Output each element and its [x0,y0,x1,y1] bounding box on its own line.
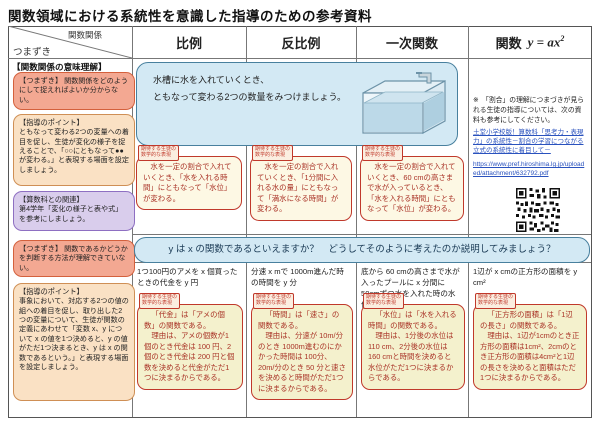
answer-claim: 「水位」は「水を入れる時間」の関数である。 [368,310,457,330]
qr-code [516,188,560,232]
scenario-box: 水槽に水を入れていくとき、 ともなって変わる2つの数量をみつけましょう。 [136,62,458,146]
box-body: 関数関係をどのようにして捉えればよいか分からない。 [19,77,128,104]
scenario-line2: ともなって変わる2つの数量をみつけましょう。 [153,92,347,103]
problem-statement: 分速 x mで 1000m進んだ時の時間を y 分 [251,267,344,287]
tag-line: 数学的な表現 [365,151,396,158]
tag-line: 数学的な表現 [478,299,509,306]
table-row-divider [132,234,591,235]
sidebar-guidance-box-2: 【指導のポイント】 事象において、対応する2つの値の組への着目を促し、取り出した… [13,283,135,401]
answer-reason: 理由は、分速が 10m/分のとき 1000m進むのにかかった時間は 100分、2… [258,331,346,393]
answer-claim: 「代金」は「アメの個数」の関数である。 [144,310,225,330]
column-header-linear-function: 一次関数 [385,35,438,51]
tag-line: 数学的な表現 [142,299,173,306]
reference-link-url[interactable]: https://www.pref.hiroshima.lg.jp/uploade… [473,161,585,178]
reference-note: ※ 「割合」の理解につまづきが見られる生徒の指導については、次の資料も参考にして… [473,97,585,124]
scenario-text: 水槽に水を入れていくとき、 ともなって変わる2つの数量をみつけましょう。 [153,72,346,106]
problem-statement: 1つ100円のアメを x 個買ったときの代金を y 円 [137,267,238,287]
answer-reason: 理由は、アメの個数が1個のとき代金は 100 円、2個のとき代金は 200 円と… [144,331,235,383]
box-title: 【つまずき】 [19,244,63,253]
expected-expression-tag: 期待する生徒の 数学的な表現 [475,293,517,309]
sidebar-arithmetic-link-box: 【算数科との関連】 第4学年「変化の様子と表や式」を参考にしましょう。 [13,191,135,231]
answer-box-linear: 「水位」は「水を入れる時間」の関数である。 理由は、1分後の水位は 110 cm… [361,304,465,390]
box-body: 第4学年「変化の様子と表や式」を参考にしましょう。 [19,205,123,223]
expression-text: 水を一定の割合で入れていくとき、「水を入れる時間」にともなって「水位」が変わる。 [143,162,232,203]
header-corner-tsumazuki: つまずき [13,47,52,58]
tag-line: 数学的な表現 [256,299,287,306]
problem-statement: 1辺が x cmの正方形の面積を y cm² [473,267,578,287]
quadratic-header-formula: y = ax2 [528,34,565,50]
table-outline [8,26,592,418]
column-header-quadratic-function: 関数 y = ax2 [468,26,592,58]
formula-exponent: 2 [560,33,565,43]
box-title: 【つまずき】 [19,76,63,85]
question-box: y は x の関数であるといえますか？ どうしてそのように考えたのか説明してみま… [134,237,590,263]
expected-expression-tag: 期待する生徒の 数学的な表現 [139,293,181,309]
expression-box-linear: 水を一定の割合で入れていくとき、60 cmの高さまで水が入っているとき、「水を入… [360,156,464,221]
table-row-divider [8,58,591,59]
header-diagonal-line [8,26,132,58]
tag-line: 数学的な表現 [366,299,397,306]
tag-line: 期待する生徒の [142,294,178,300]
expression-box-inverse: 水を一定の割合で入れていくとき、「1分間に入れる水の量」にともなって「満水になる… [250,156,352,221]
answer-reason: 理由は、1辺が1cmのとき正方形の面積は1cm²、2cmのとき正方形の面積は4c… [480,331,580,383]
scenario-line1: 水槽に水を入れていくとき、 [153,75,270,85]
tag-line: 期待する生徒の [256,294,292,300]
answer-reason: 理由は、1分後の水位は 110 cm、2分後の水位は 160 cmと時間を決める… [368,331,454,383]
column-header-proportion: 比例 [175,35,202,51]
answer-claim: 「時間」は「速さ」の関数である。 [258,310,340,330]
answer-claim: 「正方形の面積」は「1辺の長さ」の関数である。 [480,310,573,330]
reference-link-title[interactable]: 土堂小学校版！算数科「思考力・表現力」の系統性－割合の学習につながる立式の系統性… [473,129,584,155]
table-column-divider [356,26,357,417]
answer-box-quadratic: 「正方形の面積」は「1辺の長さ」の関数である。 理由は、1辺が1cmのとき正方形… [473,304,587,390]
sidebar-tsumazuki-box-2: 【つまずき】 関数であるかどうかを判断する方法が理解できていない。 [13,240,135,278]
water-tank-illustration [362,72,446,135]
tag-line: 数学的な表現 [141,151,172,158]
table-column-divider [246,26,247,417]
question-text: y は x の関数であるといえますか？ どうしてそのように考えたのか説明してみま… [168,244,556,255]
tag-line: 期待する生徒の [141,146,177,152]
formula-base: y = ax [527,34,561,50]
tag-line: 期待する生徒の [255,146,291,152]
expression-text: 水を一定の割合で入れていくとき、60 cmの高さまで水が入っているとき、「水を入… [367,162,456,214]
expected-expression-tag: 期待する生徒の 数学的な表現 [253,293,295,309]
answer-box-proportion: 「代金」は「アメの個数」の関数である。 理由は、アメの個数が1個のとき代金は 1… [137,304,243,390]
expected-expression-tag: 期待する生徒の 数学的な表現 [138,145,180,161]
expected-expression-tag: 期待する生徒の 数学的な表現 [363,293,405,309]
expected-expression-tag: 期待する生徒の 数学的な表現 [252,145,294,161]
tag-line: 期待する生徒の [366,294,402,300]
sidebar-guidance-box-1: 【指導のポイント】 ともなって変わる2つの変量への着目を促し、生徒が変化の様子を… [13,114,135,186]
tag-line: 期待する生徒の [365,146,401,152]
column-header-inverse-proportion: 反比例 [281,35,321,51]
expected-expression-tag: 期待する生徒の 数学的な表現 [362,145,404,161]
box-body: ともなって変わる2つの変量への着目を促し、生徒が変化の様子を捉えることで、「○○… [19,128,129,174]
expression-text: 水を一定の割合で入れていくとき、「1分間に入れる水の量」にともなって「満水になる… [257,162,339,214]
box-title: 【算数科との関連】 [19,195,84,204]
quadratic-header-label: 関数 [495,35,522,51]
box-body: 事象において、対応する2つの値の組への着目を促し、取り出した2つの変量について、… [19,297,129,371]
sidebar-tsumazuki-box-1: 【つまずき】 関数関係をどのようにして捉えればよいか分からない。 [13,72,135,110]
expression-box-proportion: 水を一定の割合で入れていくとき、「水を入れる時間」にともなって「水位」が変わる。 [136,156,242,211]
box-title: 【指導のポイント】 [19,287,84,296]
answer-box-inverse: 「時間」は「速さ」の関数である。 理由は、分速が 10m/分のとき 1000m進… [251,304,353,401]
box-body: 関数であるかどうかを判断する方法が理解できていない。 [19,245,128,272]
box-title: 【指導のポイント】 [19,118,84,127]
page-title: 関数領域における系統性を意識した指導のための参考資料 [8,5,372,27]
tag-line: 数学的な表現 [255,151,286,158]
header-corner-function-relation: 関数関係 [68,30,103,40]
table-column-divider [468,26,469,417]
sidebar-section-heading: 【関数関係の意味理解】 [12,62,107,72]
tag-line: 期待する生徒の [478,294,514,300]
